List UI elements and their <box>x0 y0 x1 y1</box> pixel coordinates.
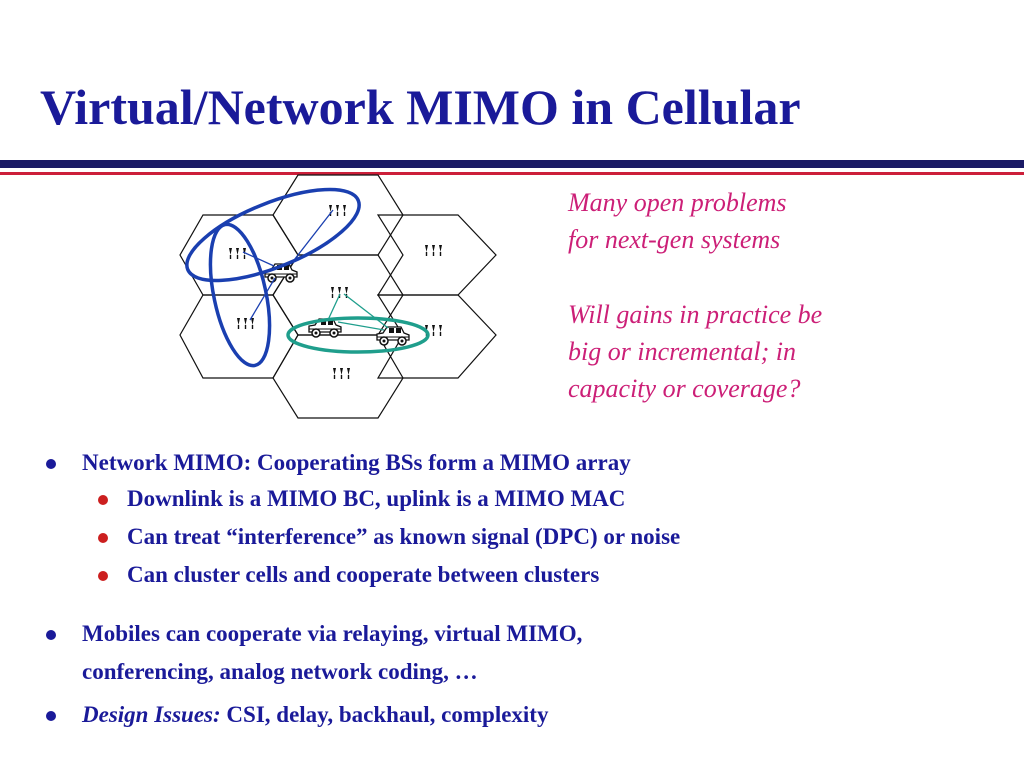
sub-bullet-downlink: Downlink is a MIMO BC, uplink is a MIMO … <box>127 486 626 511</box>
teal-cluster <box>286 316 430 354</box>
side-note-gains-question: Will gains in practice be big or increme… <box>568 300 823 403</box>
sub-bullet-dot <box>98 533 108 543</box>
design-issues-label: Design Issues: <box>82 702 221 727</box>
blue-cluster-horizontal <box>185 187 361 283</box>
base-station-icon <box>424 244 443 257</box>
bullet-dot <box>46 630 56 640</box>
sub-bullet-interference: Can treat “interference” as known signal… <box>127 524 681 549</box>
cluster-links-teal <box>327 293 389 331</box>
bullet-mobiles-line1: Mobiles can cooperate via relaying, virt… <box>82 621 583 646</box>
design-issues-text: CSI, delay, backhaul, complexity <box>220 702 549 727</box>
base-station-icon <box>328 204 347 217</box>
cluster-links-blue <box>242 209 334 321</box>
hex-cell <box>272 334 404 419</box>
slide-title: Virtual/Network MIMO in Cellular <box>40 79 801 135</box>
bullet-dot <box>46 711 56 721</box>
base-station-icon <box>236 317 255 330</box>
title-rule-red <box>0 172 1024 175</box>
side-note-open-problems: Many open problems for next-gen systems <box>568 188 787 254</box>
hex-cells <box>179 174 497 419</box>
base-station-icon <box>332 367 351 380</box>
sub-bullet-dot <box>98 571 108 581</box>
bullet-design-issues: Design Issues: CSI, delay, backhaul, com… <box>82 699 548 731</box>
base-station-icon <box>228 247 247 260</box>
bullet-dot <box>46 459 56 469</box>
blue-cluster-vertical <box>208 222 272 368</box>
sub-bullet-cluster: Can cluster cells and cooperate between … <box>127 562 600 587</box>
cellular-diagram <box>179 174 497 419</box>
sub-bullet-dot <box>98 495 108 505</box>
bullet-network-mimo: Network MIMO: Cooperating BSs form a MIM… <box>82 450 631 475</box>
bullet-mobiles-line2: conferencing, analog network coding, … <box>82 659 478 684</box>
title-rule-navy <box>0 160 1024 168</box>
